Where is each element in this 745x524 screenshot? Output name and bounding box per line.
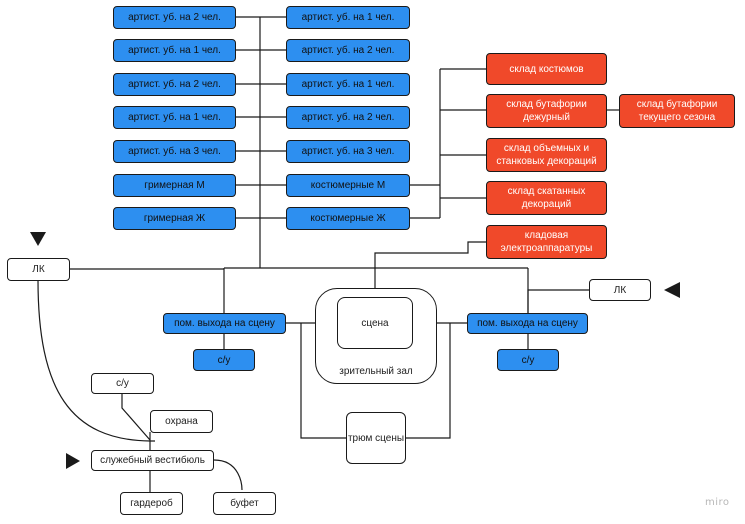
stair-right[interactable]: ЛК [589,279,651,301]
stair-left[interactable]: ЛК [7,258,70,281]
costume-room-f[interactable]: костюмерные Ж [286,207,410,230]
left-room-3[interactable]: артист. уб. на 2 чел. [113,73,236,96]
entrance-arrow-top-left-icon [30,232,46,246]
left-room-2[interactable]: артист. уб. на 1 чел. [113,39,236,62]
middle-room-1[interactable]: артист. уб. на 1 чел. [286,6,410,29]
storage-props-duty[interactable]: склад бутафории дежурный [486,94,607,128]
middle-room-5[interactable]: артист. уб. на 3 чел. [286,140,410,163]
service-lobby[interactable]: служебный вестибюль [91,450,214,471]
stage-box[interactable]: сцена [337,297,413,349]
restroom-right[interactable]: с/у [497,349,559,371]
stage-pit[interactable]: трюм сцены [346,412,406,464]
left-room-5[interactable]: артист. уб. на 3 чел. [113,140,236,163]
storage-electrical[interactable]: кладовая электроаппаратуры [486,225,607,259]
middle-room-3[interactable]: артист. уб. на 1 чел. [286,73,410,96]
storage-props-season[interactable]: склад бутафории текущего сезона [619,94,735,128]
makeup-room-m[interactable]: гримерная М [113,174,236,197]
miro-watermark: miro [705,497,730,508]
entrance-arrow-right-icon [664,282,680,298]
makeup-room-f[interactable]: гримерная Ж [113,207,236,230]
restroom-left[interactable]: с/у [193,349,255,371]
left-room-1[interactable]: артист. уб. на 2 чел. [113,6,236,29]
middle-room-4[interactable]: артист. уб. на 2 чел. [286,106,410,129]
middle-room-2[interactable]: артист. уб. на 2 чел. [286,39,410,62]
cloakroom[interactable]: гардероб [120,492,183,515]
entrance-arrow-lobby-icon [66,453,80,469]
stage-exit-right[interactable]: пом. выхода на сцену [467,313,588,334]
security-room[interactable]: охрана [150,410,213,433]
auditorium-label: зрительный зал [339,366,413,377]
storage-rolled-sets[interactable]: склад скатанных декораций [486,181,607,215]
left-room-4[interactable]: артист. уб. на 1 чел. [113,106,236,129]
costume-room-m[interactable]: костюмерные М [286,174,410,197]
storage-volume-sets[interactable]: склад объемных и станковых декораций [486,138,607,172]
restroom-lobby[interactable]: с/у [91,373,154,394]
buffet[interactable]: буфет [213,492,276,515]
storage-costumes[interactable]: склад костюмов [486,53,607,85]
stage-exit-left[interactable]: пом. выхода на сцену [163,313,286,334]
